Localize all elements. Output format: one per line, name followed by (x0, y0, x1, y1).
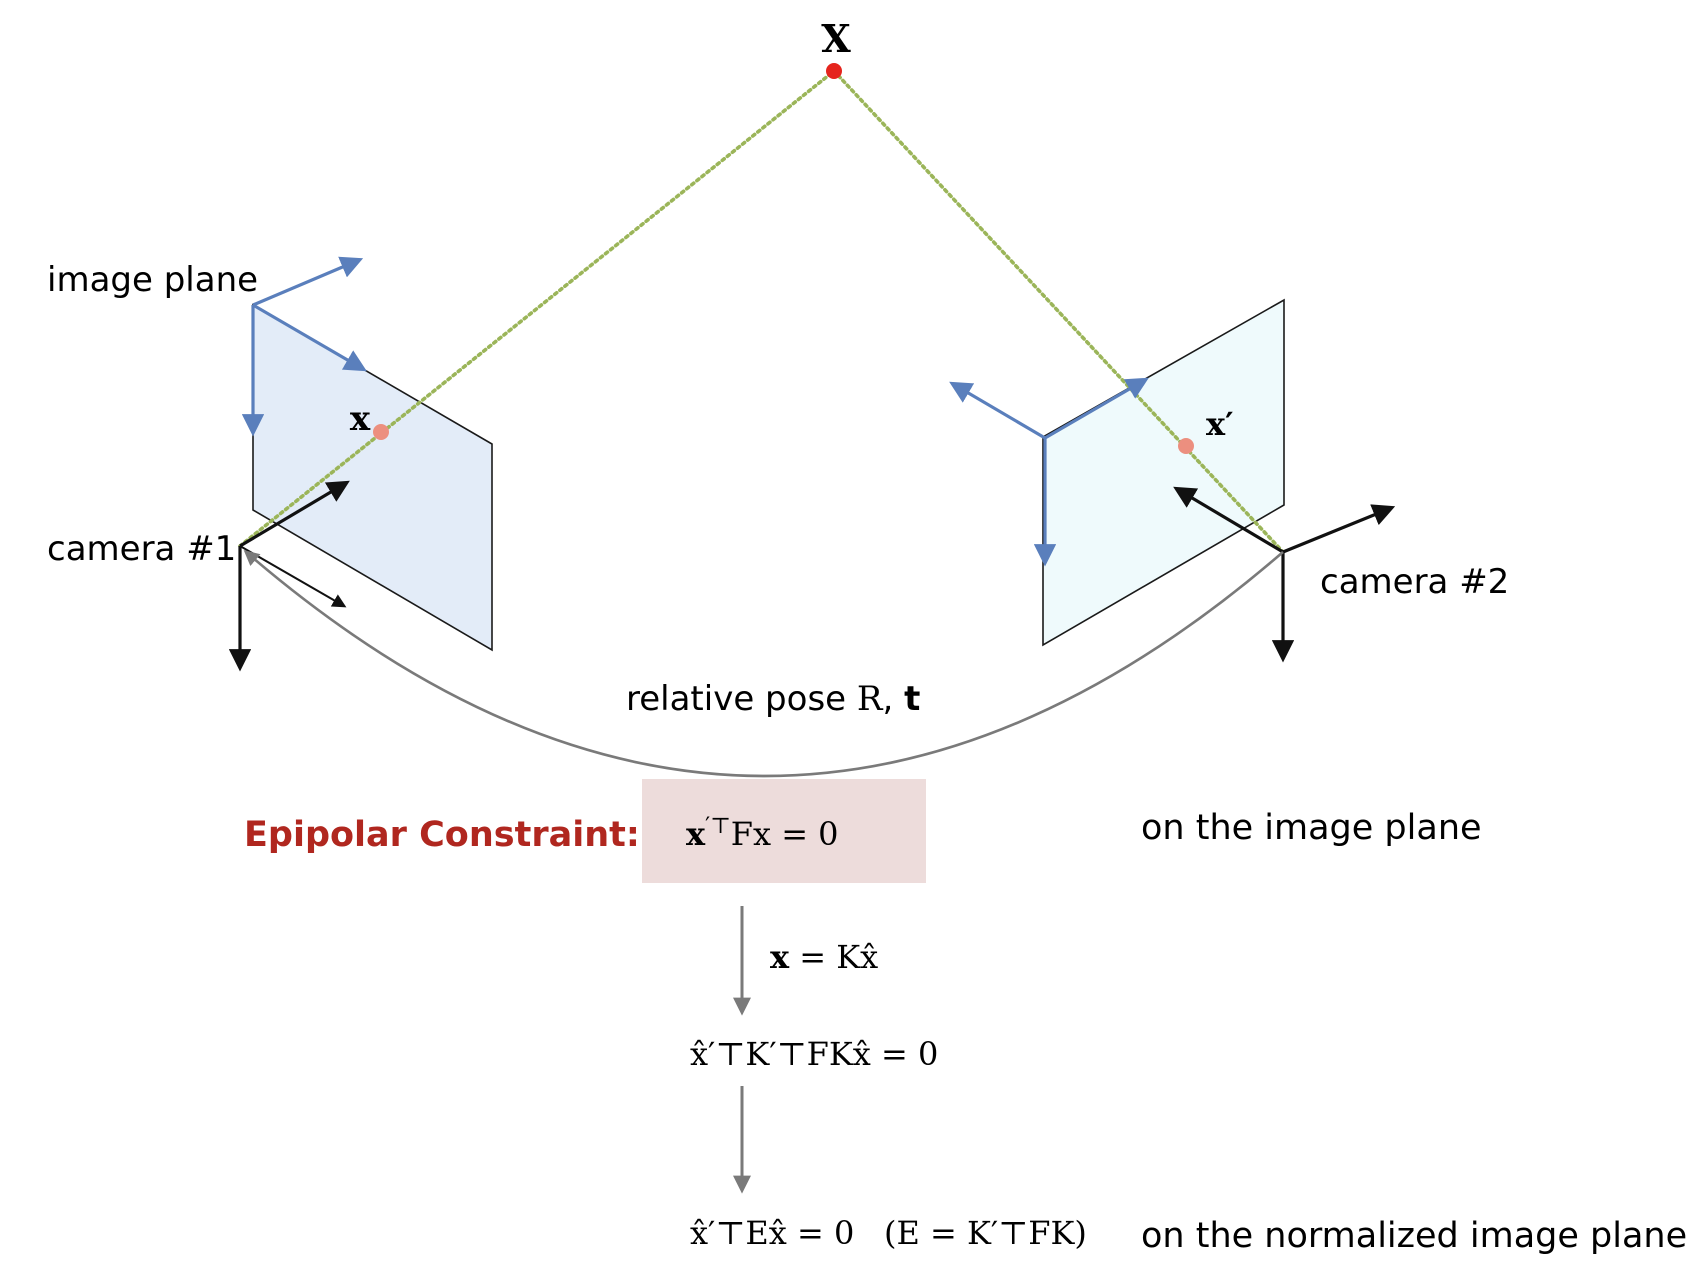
substitution-equation: x = Kx̂ (770, 938, 878, 976)
constraint-heading: Epipolar Constraint: (244, 815, 640, 855)
rotation-symbol: R (857, 679, 884, 719)
constraint-eq-rest: Fx = 0 (731, 815, 839, 853)
relative-pose-prefix: relative pose (626, 679, 857, 719)
world-point (826, 63, 842, 79)
constraint-note: on the image plane (1141, 808, 1482, 848)
substitution-lhs: x (770, 938, 790, 976)
derivation-step-1: x̂′⊤K′⊤FKx̂ = 0 (690, 1035, 938, 1073)
derivation-step-2: x̂′⊤Ex̂ = 0 (690, 1214, 854, 1252)
essential-definition: (E = K′⊤FK) (884, 1214, 1087, 1252)
image-point-x (373, 424, 389, 440)
image-plane-2 (1042, 298, 1285, 647)
image-plane-label: image plane (47, 260, 258, 300)
image-plane-2-axes (949, 377, 1149, 567)
constraint-eq-x: x (686, 815, 706, 853)
relative-pose-curve (243, 549, 1284, 778)
camera-2-label: camera #2 (1320, 562, 1509, 602)
translation-symbol: t (904, 679, 920, 719)
relative-pose-label: relative pose R, t (626, 679, 920, 719)
image-point-xprime (1178, 438, 1194, 454)
world-point-label: X (821, 16, 851, 61)
ray-camera2 (832, 69, 1285, 554)
camera-1-frame (228, 480, 350, 672)
point-xprime-label: x′ (1206, 405, 1234, 443)
image-plane-1 (252, 303, 493, 652)
relative-pose-comma: , (883, 679, 905, 719)
camera-1-label: camera #1 (47, 529, 236, 569)
constraint-equation: x′⊤Fx = 0 (686, 814, 839, 853)
image-plane-1-axes (241, 256, 367, 437)
point-x-label: x (350, 399, 371, 439)
substitution-rhs: = Kx̂ (789, 938, 878, 976)
ray-camera1 (238, 69, 836, 548)
normalized-note: on the normalized image plane (1141, 1216, 1687, 1256)
camera-2-frame (1173, 486, 1396, 663)
constraint-box (642, 779, 926, 883)
constraint-eq-prime-t: ′⊤ (705, 814, 731, 839)
